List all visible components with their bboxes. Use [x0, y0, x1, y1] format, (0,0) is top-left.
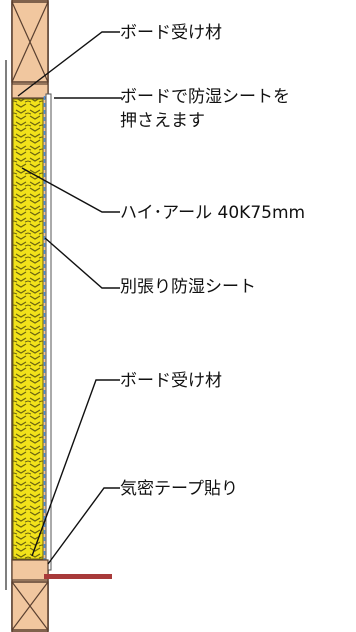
leader-vapor-sheet [44, 237, 120, 289]
top-wood-member [11, 1, 49, 83]
leader-board-support-bottom [31, 379, 120, 557]
leader-airtight-tape [47, 487, 120, 565]
label-airtight-tape: 気密テープ貼り [120, 479, 238, 499]
label-board-presses-sheet-line2: 押さえます [120, 111, 205, 131]
airtight-tape [44, 574, 112, 579]
label-board-support-bottom: ボード受け材 [120, 371, 222, 391]
label-vapor-sheet: 別張り防湿シート [120, 277, 256, 297]
label-board-presses-sheet-line1: ボードで防湿シートを [120, 87, 290, 107]
insulation-batt [12, 98, 44, 560]
bottom-wood-member [11, 581, 49, 631]
label-board-support-top: ボード受け材 [120, 23, 222, 43]
leader-insulation [21, 167, 120, 213]
leader-board-support-top [17, 31, 120, 97]
board-support-bottom [11, 559, 49, 581]
label-insulation: ハイ･アール 40K75mm [120, 203, 306, 223]
leader-lines [17, 31, 122, 565]
interior-board [45, 93, 52, 571]
